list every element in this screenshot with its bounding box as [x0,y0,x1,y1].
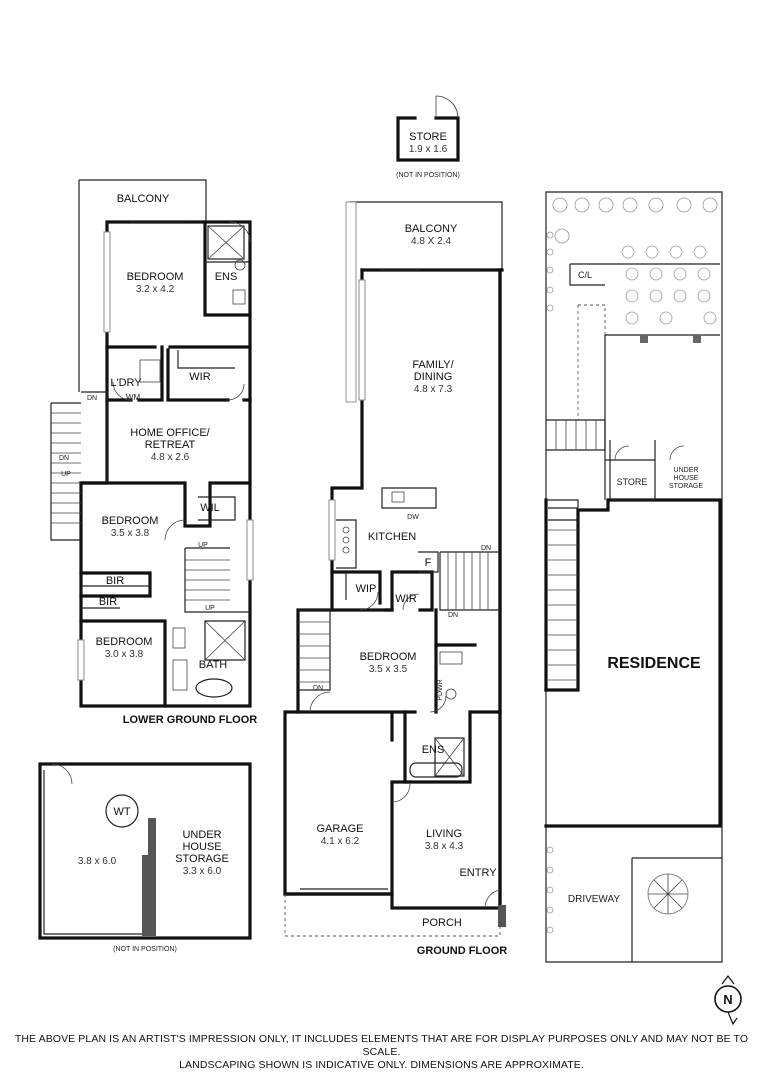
uh-left-dims: 3.8 x 6.0 [78,856,117,867]
gf-stair-dn3: DN [313,685,323,692]
gf-f-label: F [425,557,432,569]
gf-wir-label: WIR [395,593,416,605]
compass-label: N [723,992,732,1007]
site-plan-labels: C/L STORE UNDER HOUSE STORAGE RESIDENCE … [568,270,703,905]
gf-title: GROUND FLOOR [417,945,507,957]
lgf-stair-up2: UP [198,542,208,549]
gf-living-dims: 3.8 x 4.3 [425,841,464,852]
lgf-wir-label: WIR [189,371,210,383]
site-cl-label: C/L [578,270,592,280]
gf-family-dims: 4.8 x 7.3 [414,384,453,395]
gf-stair-dn1: DN [481,545,491,552]
lgf-stair-up3: UP [205,605,215,612]
lgf-title: LOWER GROUND FLOOR [123,714,257,726]
lgf-office-label-1: HOME OFFICE/ [130,427,210,439]
compass-arrow-icon [721,975,738,1026]
ground-floor-plan [283,95,506,937]
site-uhs-label-1: UNDER [674,467,699,474]
lgf-ens-label: ENS [215,271,238,283]
gf-garage-label: GARAGE [316,823,363,835]
lower-ground-floor-plan [50,179,254,708]
lgf-balcony-label: BALCONY [117,193,170,205]
lgf-stair-dn2: DN [59,455,69,462]
ground-floor-labels: STORE 1.9 x 1.6 (NOT IN POSITION) BALCON… [313,131,507,957]
gf-ens-label: ENS [422,744,445,756]
gf-bedroom-dims: 3.5 x 3.5 [369,664,408,675]
uh-label-3: STORAGE [175,853,229,865]
gf-stair-dn2: DN [448,612,458,619]
uh-label-1: UNDER [182,829,221,841]
lgf-wm-label: WM [126,393,141,402]
lgf-bedroom1-label: BEDROOM [127,271,184,283]
lgf-bir1-label: BIR [106,575,124,587]
uh-dims: 3.3 x 6.0 [183,866,222,877]
gf-family-label-2: DINING [414,371,453,383]
lgf-ldry-label: L'DRY [110,377,142,389]
lgf-bedroom3-label: BEDROOM [96,636,153,648]
disclaimer: THE ABOVE PLAN IS AN ARTIST'S IMPRESSION… [0,1033,763,1072]
gf-store-label: STORE [409,131,447,143]
site-plan [544,191,723,963]
lgf-bath-label: BATH [199,659,228,671]
gf-pdr-label: PDWR [437,679,444,700]
gf-family-label-1: FAMILY/ [412,359,454,371]
lgf-bedroom2-dims: 3.5 x 3.8 [111,528,150,539]
lgf-office-label-2: RETREAT [145,439,196,451]
disclaimer-line-2: LANDSCAPING SHOWN IS INDICATIVE ONLY. DI… [179,1059,584,1071]
lgf-bedroom1-dims: 3.2 x 4.2 [136,284,175,295]
gf-porch-label: PORCH [422,917,462,929]
lgf-bedroom3-dims: 3.0 x 3.8 [105,649,144,660]
lower-ground-labels: BALCONY BEDROOM 3.2 x 4.2 ENS L'DRY WM W… [59,193,257,726]
north-compass: N [714,975,742,1026]
lgf-wil-label: WIL [200,502,220,514]
site-driveway-label: DRIVEWAY [568,894,621,905]
site-residence-label: RESIDENCE [607,655,701,672]
disclaimer-line-1: THE ABOVE PLAN IS AN ARTIST'S IMPRESSION… [14,1033,749,1058]
site-uhs-label-2: HOUSE [674,475,699,482]
lgf-stair-up1: UP [61,471,71,478]
gf-dw-label: DW [407,514,419,521]
uh-label-2: HOUSE [182,841,221,853]
uh-wt-label: WT [113,806,130,818]
lgf-bir2-label: BIR [99,596,117,608]
gf-entry-label: ENTRY [459,867,497,879]
gf-balcony-dims: 4.8 X 2.4 [411,236,451,247]
gf-kitchen-label: KITCHEN [368,531,416,543]
gf-wip-label: WIP [356,583,377,595]
lgf-bedroom2-label: BEDROOM [102,515,159,527]
under-house-storage-plan: WT 3.8 x 6.0 UNDER HOUSE STORAGE 3.3 x 6… [38,762,252,953]
lgf-office-dims: 4.8 x 2.6 [151,452,190,463]
gf-store-note: (NOT IN POSITION) [396,172,460,179]
gf-store-dims: 1.9 x 1.6 [409,144,448,155]
site-uhs-label-3: STORAGE [669,483,703,490]
gf-balcony-label: BALCONY [405,223,458,235]
gf-living-label: LIVING [426,828,462,840]
gf-bedroom-label: BEDROOM [360,651,417,663]
uh-note: (NOT IN POSITION) [113,946,177,953]
site-store-label: STORE [617,477,648,487]
lgf-stair-dn1: DN [87,395,97,402]
gf-garage-dims: 4.1 x 6.2 [321,836,360,847]
